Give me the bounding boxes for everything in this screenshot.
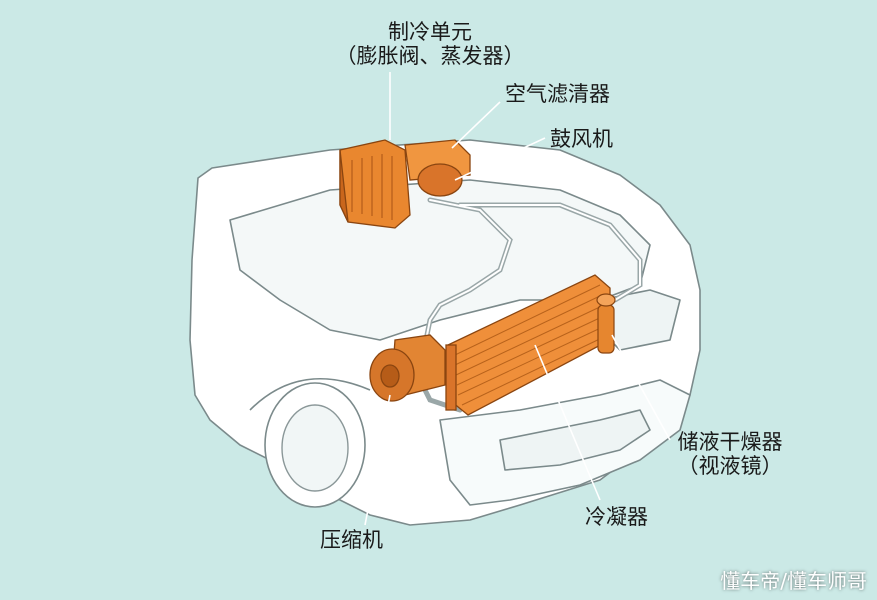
condenser: [445, 274, 611, 416]
condenser-left-tank: [445, 344, 457, 411]
label-receiver-drier-title: 储液干燥器: [677, 430, 783, 454]
drier-sight-glass: [596, 293, 616, 307]
front-wheel: [249, 378, 371, 508]
label-receiver-drier-sub: （视液镜）: [677, 454, 783, 479]
label-condenser: 冷凝器: [585, 505, 648, 529]
blower-body: [417, 163, 463, 197]
refrigeration-unit: [339, 139, 471, 229]
leader-lines: [364, 72, 671, 526]
leader-compressor: [364, 394, 391, 526]
watermark: 懂车帝/懂车师哥: [720, 569, 867, 593]
leader-air-filter: [451, 101, 501, 149]
receiver-drier: [596, 293, 616, 354]
label-refrigeration-unit-title: 制冷单元: [388, 20, 472, 44]
label-refrigeration-unit-sub: （膨胀阀、蒸发器）: [335, 44, 525, 69]
compressor-pulley-center: [380, 364, 400, 388]
condenser-fins: [454, 284, 609, 406]
pipe-highlight: [424, 199, 641, 346]
label-air-filter: 空气滤清器: [505, 82, 610, 106]
label-compressor: 压缩机: [320, 528, 383, 552]
leader-condenser: [534, 344, 601, 501]
wheel-arch: [249, 378, 371, 411]
leader-receiver-drier: [611, 334, 671, 441]
compressor: [369, 334, 446, 402]
leader-blower: [454, 137, 546, 181]
evaporator-side: [339, 149, 349, 223]
evaporator-housing: [339, 139, 411, 229]
label-refrigeration-unit: 制冷单元 （膨胀阀、蒸发器）: [330, 20, 530, 68]
label-receiver-drier: 储液干燥器 （视液镜）: [660, 430, 800, 478]
rim: [281, 404, 349, 492]
car-body: [189, 139, 701, 526]
label-blower: 鼓风机: [550, 127, 613, 151]
drier-canister: [597, 304, 615, 354]
evaporator-fins: [351, 154, 393, 220]
